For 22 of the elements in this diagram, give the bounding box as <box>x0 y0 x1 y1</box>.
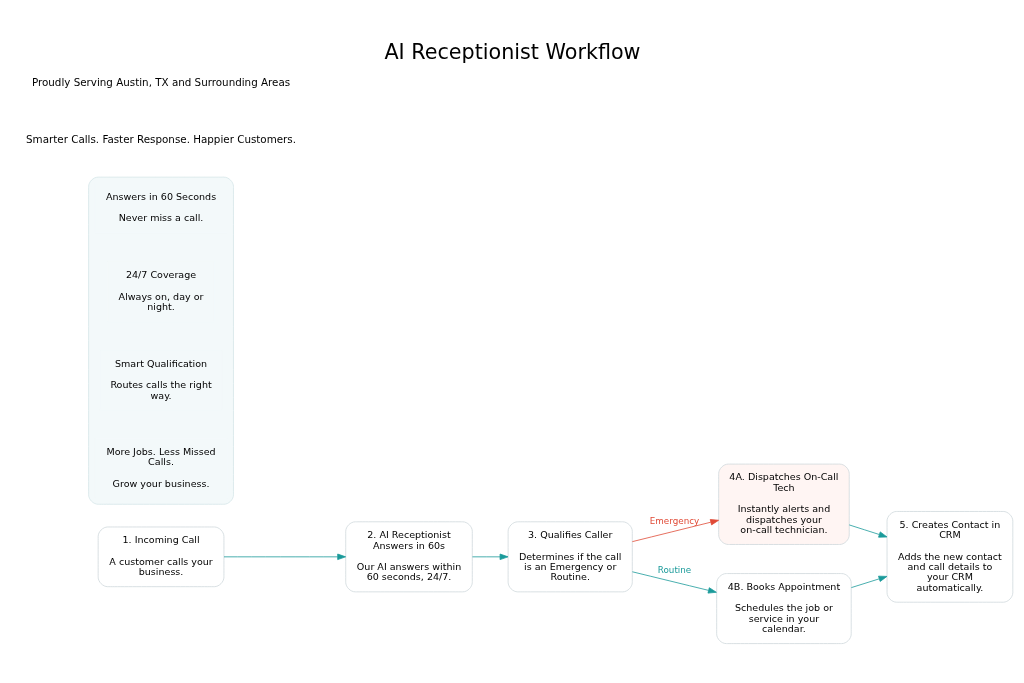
node-box: 5. Creates Contact in CRM Adds the new contact and call details to your CRM automatically. <box>886 511 1013 603</box>
node-text: Smart Qualification Routes calls the right way. <box>109 357 212 401</box>
node-text: More Jobs. Less Missed Calls. Grow your business. <box>105 446 216 489</box>
label: Smarter Calls. Faster Response. Happier Customers. <box>25 133 296 146</box>
node-box: 1. Incoming Call A customer calls your business. <box>97 526 224 588</box>
node-text: 24/7 Coverage Always on, day or night. <box>118 269 203 313</box>
edge-label: Routine <box>657 565 691 576</box>
arrow <box>471 553 508 560</box>
node-box: 3. Qualifies Caller Determines if the call is an Emergency or Routine. <box>507 521 633 593</box>
arrow <box>848 524 887 538</box>
arrow <box>850 575 887 588</box>
label: Proudly Serving Austin, TX and Surrounding Areas <box>31 75 290 88</box>
arrow <box>631 519 719 543</box>
diagram-title: AI Receptionist Workflow <box>383 40 641 65</box>
arrow <box>631 571 717 594</box>
node-box: 4A. Dispatches On-Call Tech Instantly alerts and dispatches your on-call technician. <box>717 463 850 545</box>
node-box: 2. AI Receptionist Answers in 60s Our AI answers within 60 seconds, 24/7. <box>344 521 473 593</box>
node-box: 4B. Books Appointment Schedules the job or service in your calendar. <box>715 573 852 644</box>
arrow <box>223 553 346 560</box>
edge-label: Emergency <box>649 516 699 527</box>
node-text: Answers in 60 Seconds Never miss a call. <box>105 190 216 224</box>
cluster <box>87 176 234 505</box>
